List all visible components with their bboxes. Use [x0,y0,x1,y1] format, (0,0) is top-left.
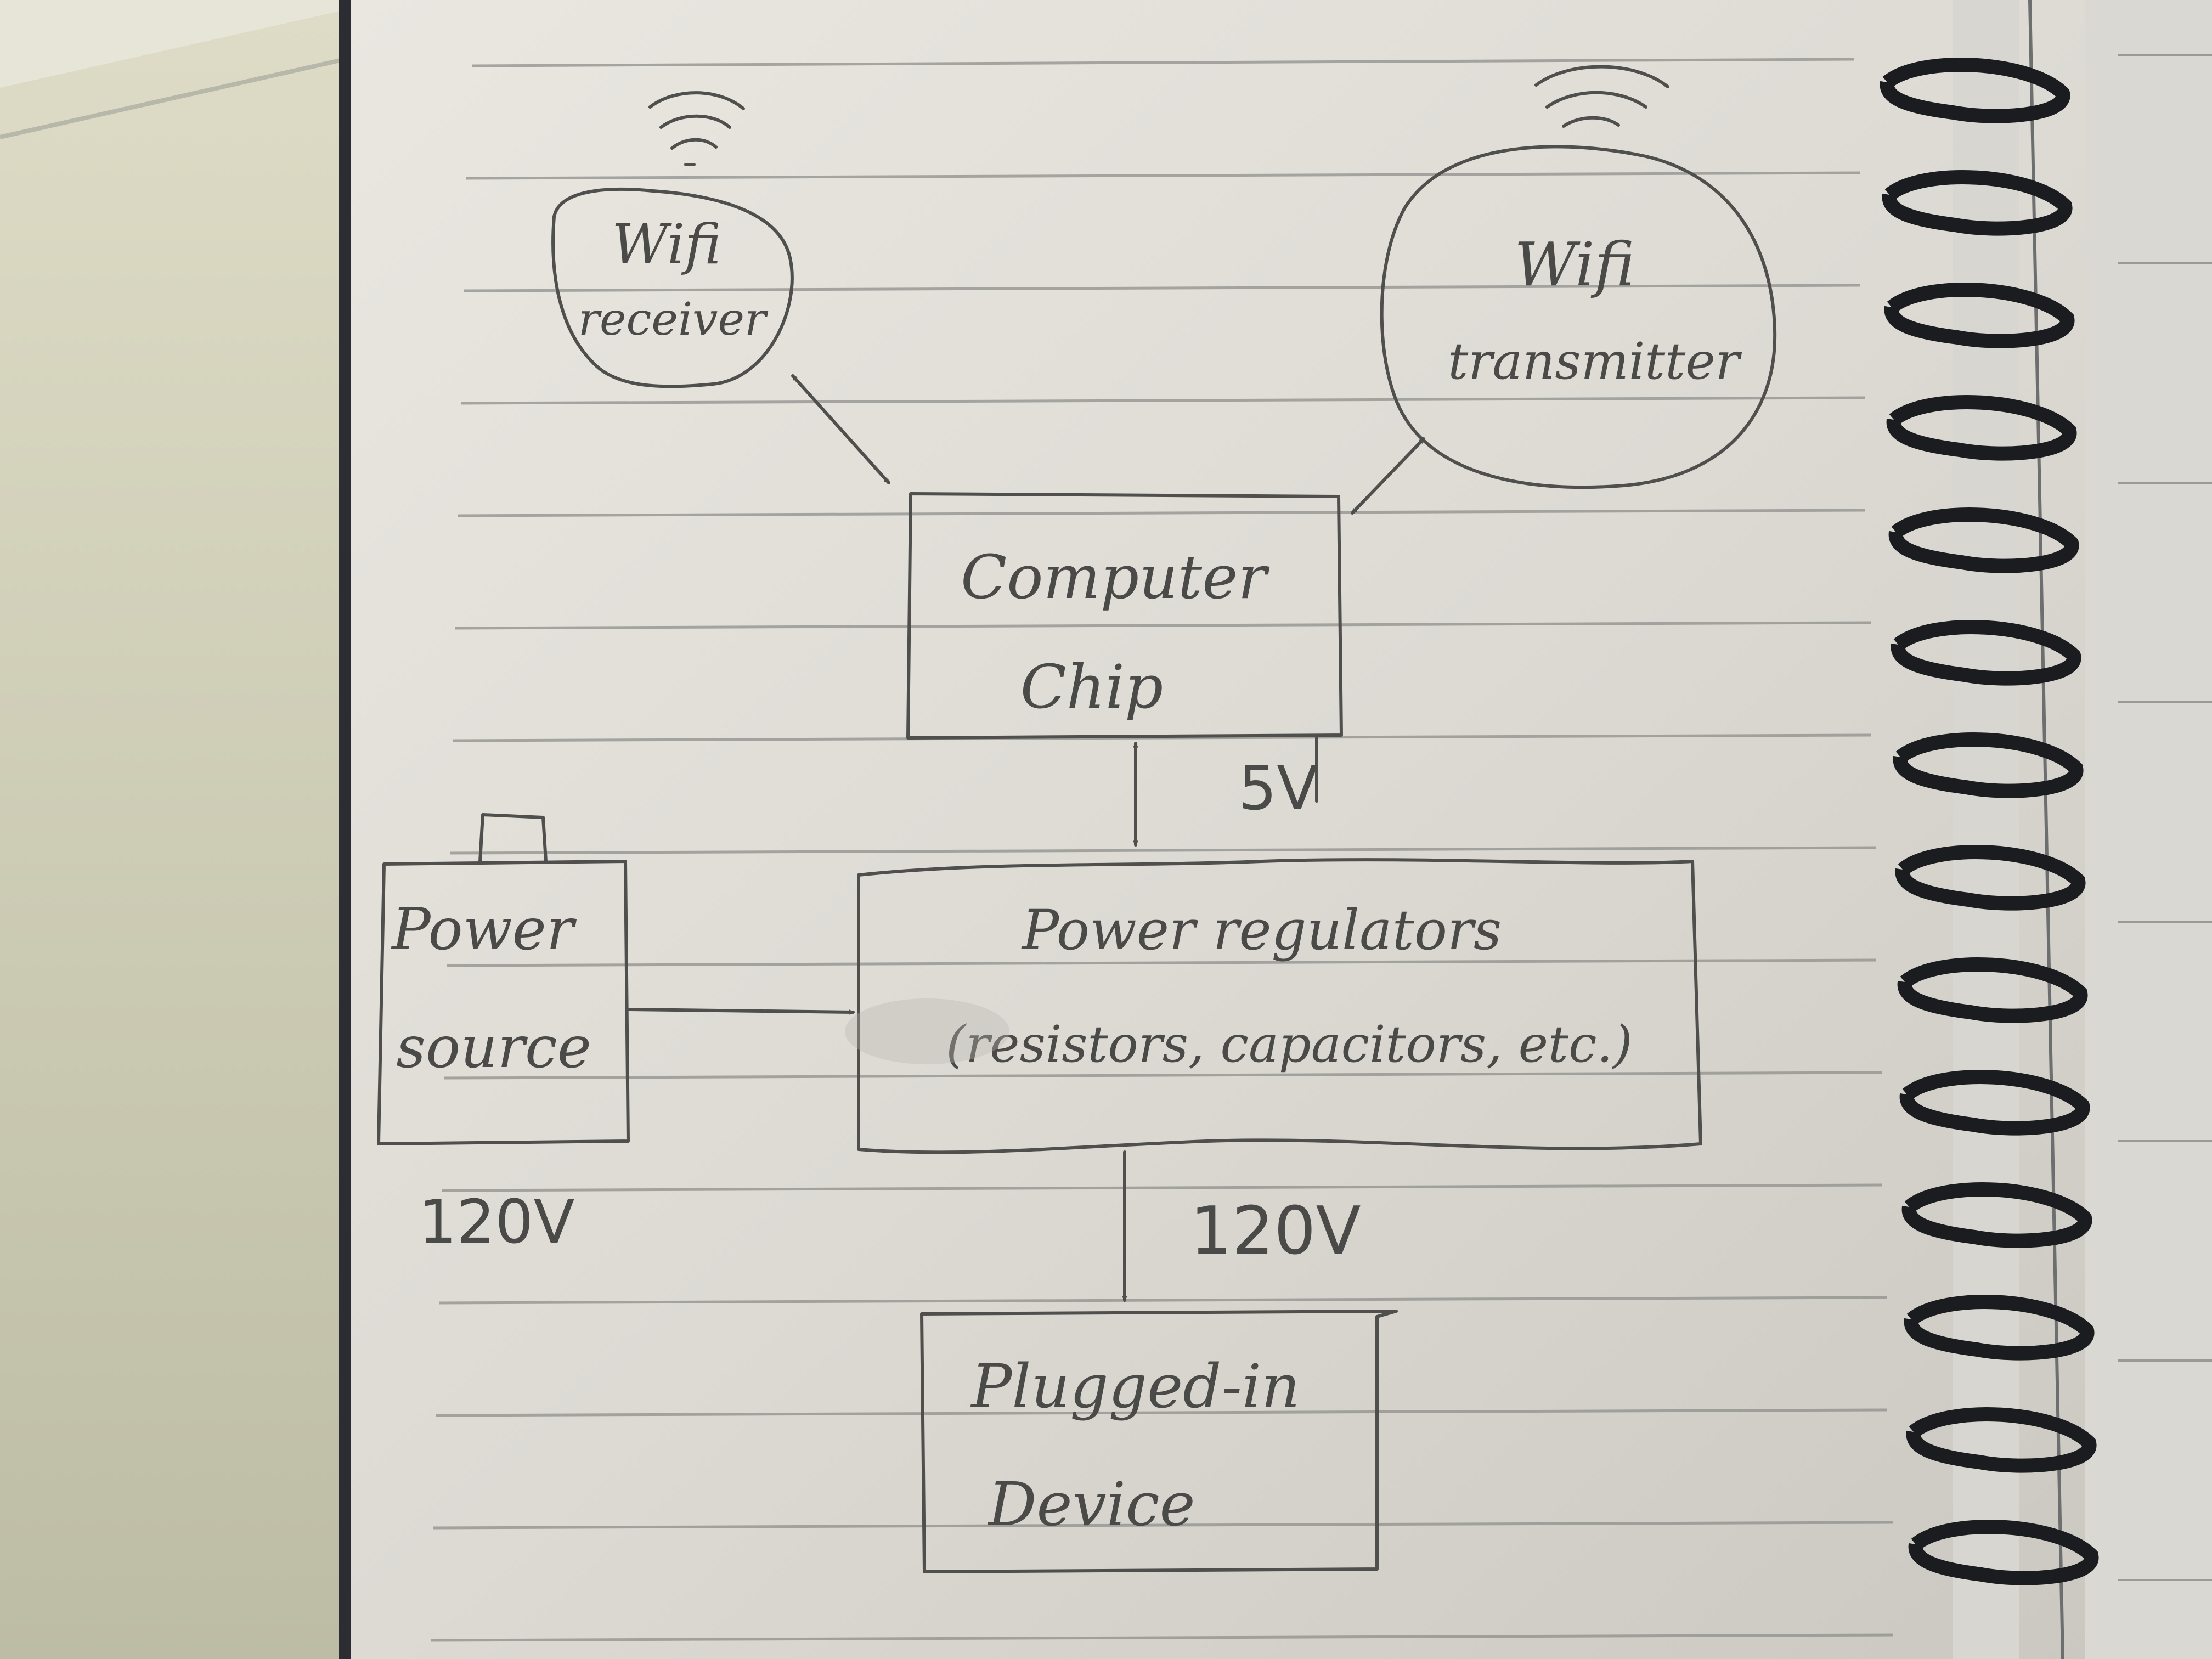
spiral-coil [1884,283,2075,348]
ruled-line [441,1183,1882,1192]
ruled-line [436,1408,1888,1417]
wifi-transmitter-line1: Wifi [1514,229,1635,300]
spiral-coil [1891,620,2081,686]
edge-source-regulators [628,1008,855,1012]
plugged-in-device-node: Plugged-in Device [920,1310,1398,1573]
source-voltage-label: 120V [418,1187,574,1257]
power-source-node: Power source [377,813,630,1146]
wifi-transmitter-outline [1380,145,1777,489]
chip-voltage-label: 5V [1238,753,1318,823]
ruled-line [433,1521,1893,1530]
power-regulators-line2: (resistors, capacitors, etc.) [946,1015,1632,1074]
diagram: Wifi receiver Wifi transmitter Computer … [377,65,1777,1573]
ruled-line [449,846,1877,855]
power-source-line2: source [396,1014,591,1081]
ruled-line [463,284,1860,292]
spiral-coil [1908,1520,2099,1585]
edge-receiver-chip [791,374,890,484]
battery-terminal-icon [478,813,548,863]
wifi-transmitter-line2: transmitter [1448,332,1742,391]
spiral-coil [1886,395,2077,461]
spiral-coils [1880,58,2099,1585]
wifi-receiver-outline [551,187,794,388]
next-page [2085,0,2212,1659]
output-voltage-label: 120V [1190,1193,1361,1269]
plugged-in-device-line1: Plugged-in [970,1351,1300,1421]
binding-strip [1953,0,2019,1659]
ruled-line [438,1296,1888,1305]
spiral-coil [1906,1407,2097,1473]
spiral-coil [1895,845,2086,911]
ruled-line [460,396,1866,405]
desk-surface [0,0,351,1659]
spiral-coil [1904,1295,2095,1361]
computer-chip-node: Computer Chip [906,492,1343,740]
wifi-transmitter-node: Wifi transmitter [1380,65,1777,489]
power-regulators-box [857,858,1702,1154]
wifi-receiver-line1: Wifi [612,212,721,276]
power-source-line1: Power [391,896,577,963]
spiral-coil [1882,170,2073,236]
spiral-coil [1899,1070,2090,1136]
wifi-signal-icon [648,91,745,166]
pencil-smudge [845,998,1009,1064]
desk-tray-line [0,58,341,139]
spiral-coil [1880,58,2070,123]
wifi-receiver-node: Wifi receiver [551,91,794,388]
ruled-line [430,1633,1893,1642]
ruled-line [458,509,1866,517]
wifi-signal-icon [1534,65,1669,128]
next-page-lines [2118,54,2212,1581]
power-source-box [377,860,630,1146]
spiral-coil [1888,507,2079,573]
desk-tray-edge [0,0,340,88]
ruled-line [471,58,1855,67]
wifi-receiver-line2: receiver [578,294,769,346]
ruled-line [466,171,1860,180]
ruled-line [455,621,1871,630]
power-regulators-line1: Power regulators [1021,898,1502,962]
ruled-lines [430,58,1893,1642]
spiral-coil [1897,957,2088,1023]
binding-holes-line [2028,0,2064,1659]
spiral-coil [1901,1182,2092,1248]
computer-chip-box [906,492,1343,740]
spiral-coil [1893,732,2084,798]
power-regulators-node: Power regulators (resistors, capacitors,… [857,858,1702,1154]
edge-transmitter-chip [1351,437,1425,515]
notebook-page [351,0,2212,1659]
notebook-cover-edge [339,0,352,1659]
computer-chip-line2: Chip [1020,652,1164,722]
ruled-line [444,1071,1882,1080]
computer-chip-line1: Computer [961,542,1270,612]
plugged-in-device-box [920,1310,1398,1573]
ruled-line [447,958,1877,967]
plugged-in-device-line2: Device [987,1469,1195,1539]
